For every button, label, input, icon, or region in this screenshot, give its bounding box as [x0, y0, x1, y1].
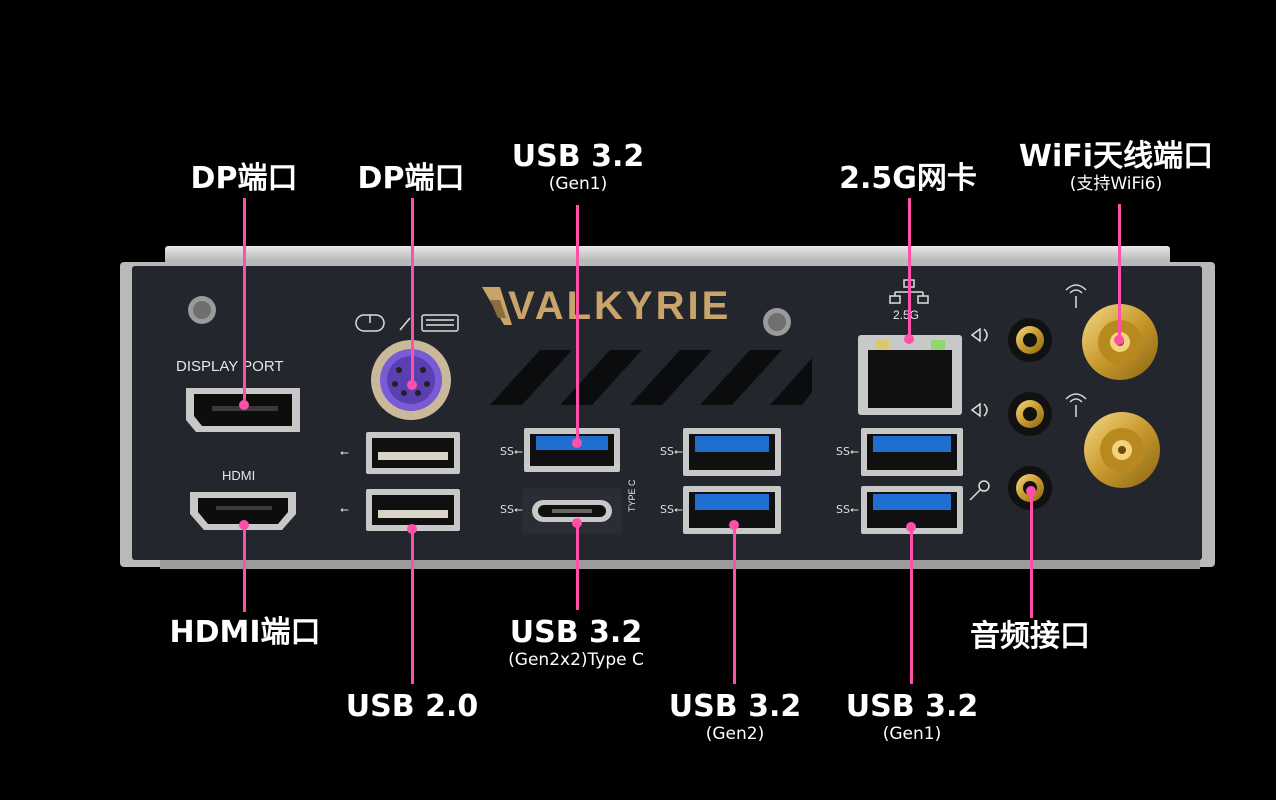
hdmi-panel-label: HDMI: [222, 468, 256, 483]
label-wifi-main: WiFi天线端口: [1018, 139, 1214, 174]
leader-dot-lan: [904, 334, 914, 344]
typec-panel-label: TYPE C: [627, 479, 637, 512]
displayport-label: DISPLAY PORT: [176, 358, 284, 375]
audio-jack-1: [1008, 318, 1052, 362]
label-dp-2: DP端口: [357, 161, 465, 196]
brand-logo-wing: [482, 287, 512, 325]
brand-logo: VALKYRIE: [508, 284, 732, 328]
leader-dot-dp2: [407, 380, 417, 390]
leader-dp1: [243, 198, 246, 403]
screw-right: [763, 308, 791, 336]
leader-hdmi: [243, 522, 246, 612]
label-wifi: WiFi天线端口 (支持WiFi6): [1018, 139, 1214, 194]
leader-typec: [576, 520, 579, 610]
leader-dot-usb-gen1: [906, 522, 916, 532]
leader-usb-gen2: [733, 522, 736, 684]
label-usb32-gen2-main: USB 3.2: [668, 689, 802, 724]
leader-dot-dp1: [239, 400, 249, 410]
screw-left: [188, 296, 216, 324]
label-audio: 音频接口: [970, 619, 1090, 654]
label-usb20: USB 2.0: [345, 689, 479, 724]
usb-icon: SS⭠: [660, 503, 683, 516]
label-usb32-gen1-top-main: USB 3.2: [511, 139, 645, 174]
keyboard-icon: [399, 314, 459, 332]
usb-icon: SS⭠: [500, 503, 523, 516]
leader-dot-usb20: [407, 524, 417, 534]
leader-dot-wifi: [1114, 335, 1124, 345]
wifi-antenna-2: [1084, 412, 1160, 488]
displayport-connector: [186, 388, 300, 432]
label-wifi-sub: (支持WiFi6): [1069, 173, 1163, 194]
usb32-gen1-port-right-top: [861, 428, 963, 476]
usb32-gen1-port-top: [524, 428, 620, 472]
usb-icon: ⭠: [340, 446, 349, 459]
audio-in-icon: [970, 402, 988, 418]
leader-wifi: [1118, 204, 1121, 340]
label-usb32-gen1-top: USB 3.2 (Gen1): [511, 139, 645, 194]
usb-icon: SS⭠: [836, 503, 859, 516]
lan-speed-label: 2.5G: [893, 308, 920, 322]
label-hdmi: HDMI端口: [169, 615, 321, 650]
usb2-port-bottom: [366, 489, 460, 531]
label-usb32-gen1: USB 3.2 (Gen1): [845, 689, 979, 744]
audio-out-icon: [970, 327, 988, 343]
wifi-icon: [1065, 393, 1087, 417]
leader-usb20: [411, 526, 414, 684]
label-lan: 2.5G网卡: [839, 161, 977, 196]
leader-usb-gen1: [910, 524, 913, 684]
usb32-gen2-port-bottom: [683, 486, 781, 534]
lan-port: [858, 335, 962, 415]
leader-dot-usb-gen2: [729, 520, 739, 530]
usb-typec-port: [522, 488, 622, 534]
label-usb32-gen1-top-sub: (Gen1): [548, 173, 608, 194]
leader-usb-top: [576, 205, 579, 443]
label-usbc-main: USB 3.2: [509, 615, 643, 650]
label-dp-1: DP端口: [190, 161, 298, 196]
usb2-port-top: [366, 432, 460, 474]
mouse-icon: [355, 314, 385, 332]
usb-icon: SS⭠: [500, 445, 523, 458]
leader-dp2: [411, 198, 414, 383]
usb-icon: ⭠: [340, 503, 349, 516]
mic-icon: [969, 480, 990, 501]
label-usbc-sub: (Gen2x2)Type C: [508, 649, 644, 670]
label-usb32-gen2: USB 3.2 (Gen2): [668, 689, 802, 744]
leader-dot-audio: [1026, 486, 1036, 496]
leader-lan: [908, 198, 911, 338]
leader-dot-hdmi: [239, 520, 249, 530]
vent-slots: [490, 350, 812, 405]
audio-jack-2: [1008, 392, 1052, 436]
label-usb32-gen1-main: USB 3.2: [845, 689, 979, 724]
label-usb32-gen1-sub: (Gen1): [882, 723, 942, 744]
usb-icon: SS⭠: [836, 445, 859, 458]
label-usbc: USB 3.2 (Gen2x2)Type C: [508, 615, 644, 670]
leader-dot-typec: [572, 518, 582, 528]
usb-icon: SS⭠: [660, 445, 683, 458]
wifi-icon: [1065, 284, 1087, 308]
hdmi-connector: [190, 492, 296, 530]
usb32-gen2-port-top: [683, 428, 781, 476]
leader-dot-usb-top: [572, 438, 582, 448]
leader-audio: [1030, 490, 1033, 618]
label-usb32-gen2-sub: (Gen2): [705, 723, 765, 744]
